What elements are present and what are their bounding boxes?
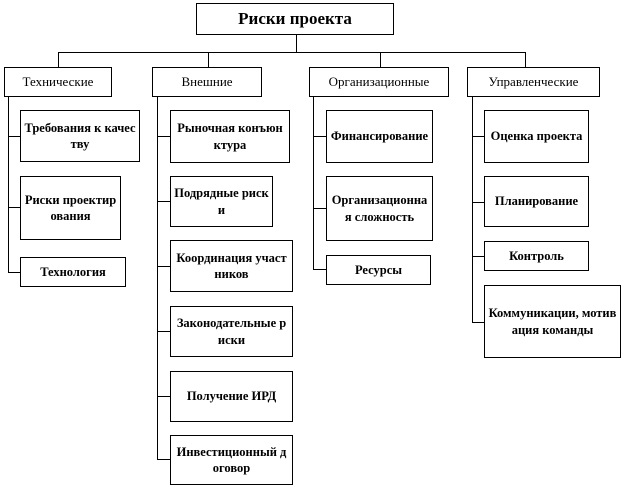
- risk-item-financing: Финансирование: [326, 110, 433, 163]
- risk-item-organizational-complexity: Организационная сложность: [326, 176, 433, 241]
- category-organizational: Организационные: [309, 67, 449, 97]
- category-managerial: Управленческие: [467, 67, 600, 97]
- risk-item-project-evaluation: Оценка проекта: [484, 110, 589, 163]
- risk-item-contractor-risks: Подрядные риски: [170, 176, 273, 227]
- risk-item-market-conditions: Рыночная конъюнктура: [170, 110, 290, 163]
- risk-item-investment-contract: Инвестиционный договор: [170, 435, 293, 485]
- category-external: Внешние: [152, 67, 262, 97]
- risk-item-technology: Технология: [20, 257, 126, 287]
- risk-item-resources: Ресурсы: [326, 255, 431, 285]
- risk-item-control: Контроль: [484, 241, 589, 271]
- risk-item-planning: Планирование: [484, 176, 589, 227]
- category-technical: Технические: [4, 67, 112, 97]
- root-node: Риски проекта: [196, 3, 394, 35]
- risk-item-communication-motivation: Коммуникации, мотивация команды: [484, 285, 621, 358]
- risk-item-design-risks: Риски проектирования: [20, 176, 121, 240]
- risk-item-legislative-risks: Законодательные риски: [170, 306, 293, 357]
- risk-item-permits: Получение ИРД: [170, 371, 293, 422]
- risk-item-quality-requirements: Требования к качеству: [20, 110, 140, 162]
- risk-item-participant-coordination: Координация участников: [170, 240, 293, 292]
